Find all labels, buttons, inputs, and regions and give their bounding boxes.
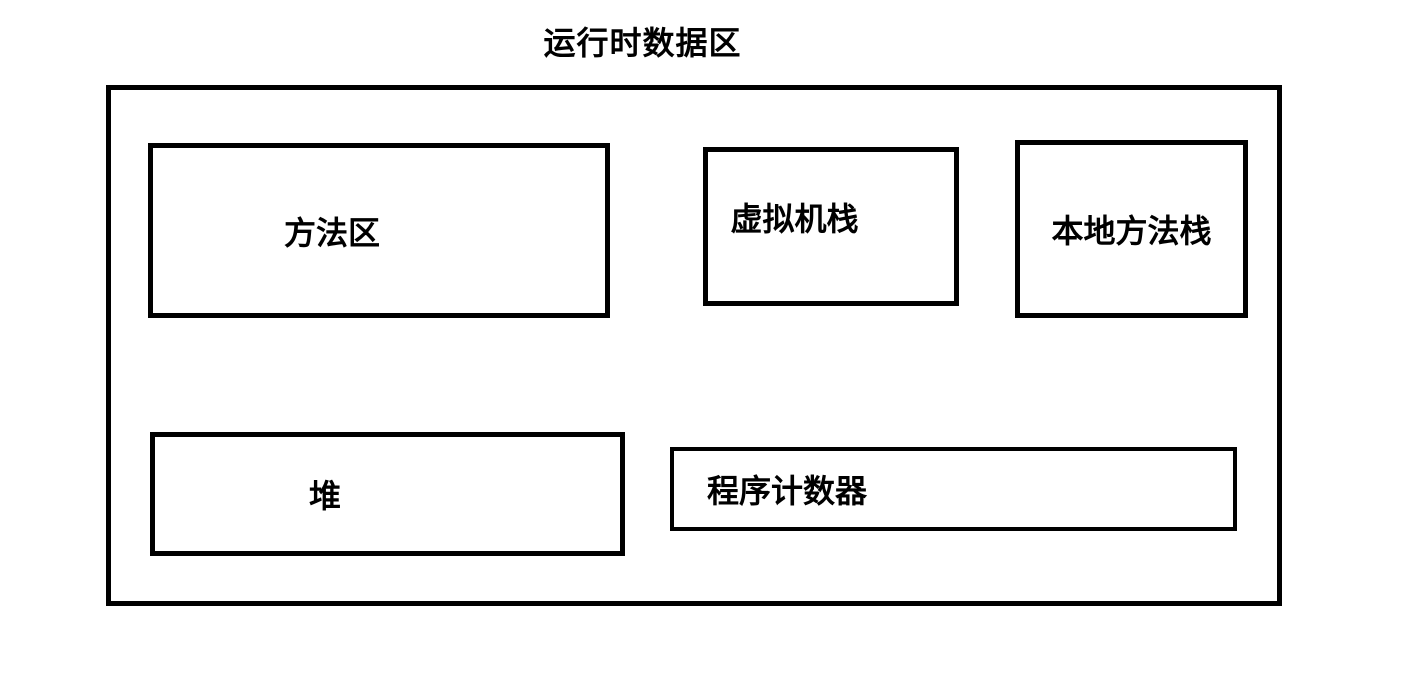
diagram-title: 运行时数据区 — [543, 25, 742, 61]
box-vm-stack: 虚拟机栈 — [703, 147, 959, 306]
box-native-method-stack: 本地方法栈 — [1015, 140, 1248, 318]
native-method-stack-label: 本地方法栈 — [1051, 213, 1212, 249]
box-program-counter: 程序计数器 — [670, 447, 1237, 531]
box-heap: 堆 — [150, 432, 625, 556]
heap-label: 堆 — [308, 478, 341, 514]
vm-stack-label: 虚拟机栈 — [730, 201, 859, 237]
program-counter-label: 程序计数器 — [707, 473, 868, 509]
method-area-label: 方法区 — [283, 214, 380, 251]
box-method-area: 方法区 — [148, 143, 610, 318]
